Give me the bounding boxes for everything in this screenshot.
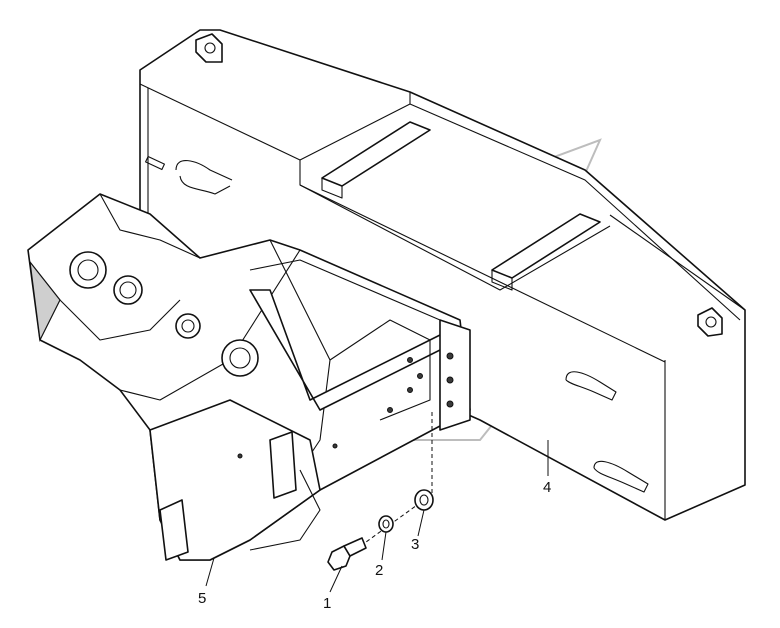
leader-line-3 xyxy=(417,509,425,537)
counterweight-part-4 xyxy=(139,29,746,521)
lock-washer-part-2 xyxy=(378,515,394,533)
flat-washer-part-3 xyxy=(414,489,434,511)
bolt-part-1 xyxy=(327,537,367,571)
callout-5: 5 xyxy=(198,590,206,607)
callout-3: 3 xyxy=(411,536,419,553)
callout-2: 2 xyxy=(375,562,383,579)
leader-line-5 xyxy=(205,557,215,587)
frame-part-5 xyxy=(27,193,471,561)
callout-1: 1 xyxy=(323,595,331,612)
leader-line-1 xyxy=(329,565,343,593)
leader-line-2 xyxy=(381,531,387,561)
callout-4: 4 xyxy=(543,479,551,496)
